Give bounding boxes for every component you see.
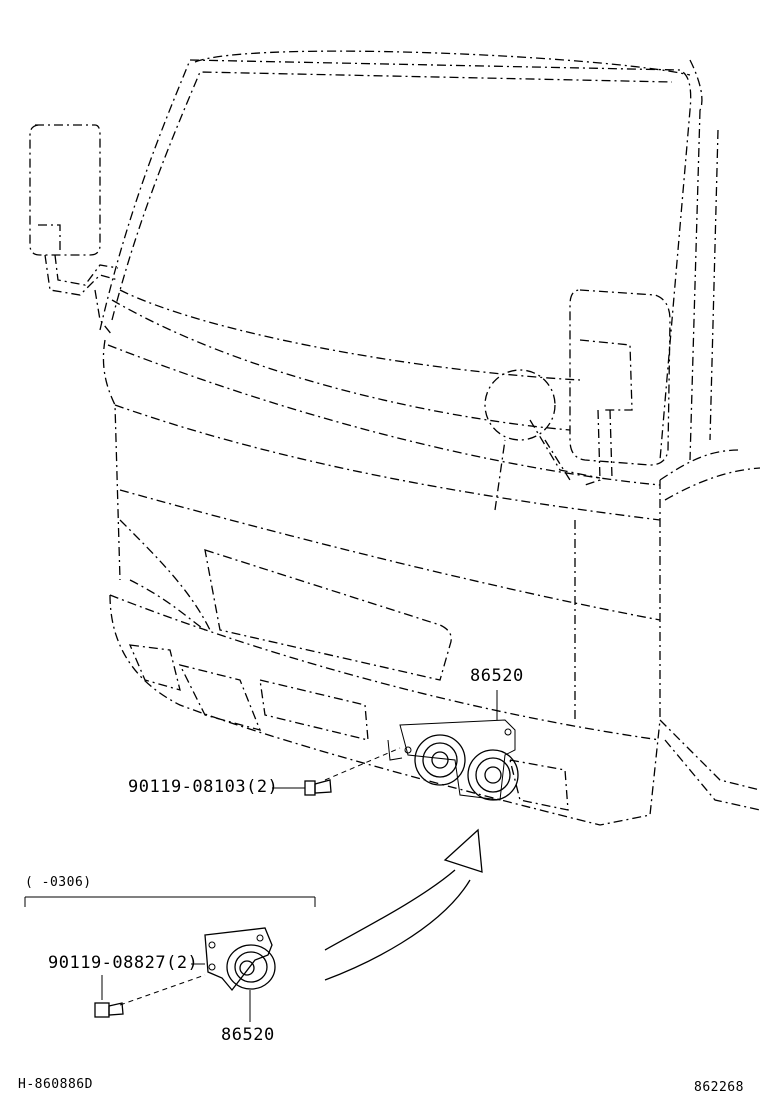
- right-mirror: [484, 289, 671, 486]
- callout-bolt-upper: [324, 747, 401, 781]
- part-number-bolt-lower: 90119-08827(2): [48, 953, 199, 973]
- grille-opening: [119, 519, 452, 681]
- horn-detail: [204, 927, 276, 992]
- upper-grille: [102, 339, 760, 720]
- horn-assembly-installed: [387, 719, 519, 801]
- cab-outline: [99, 50, 719, 461]
- callout-bolt-lower: [119, 974, 206, 1006]
- part-number-bolt-upper: 90119-08103(2): [128, 777, 279, 797]
- front-bumper: [109, 594, 760, 826]
- part-number-horn-lower: 86520: [221, 1025, 275, 1045]
- date-range-label: ( -0306): [25, 875, 92, 890]
- bolt-lower-icon: [94, 1002, 124, 1018]
- left-mirror: [29, 124, 119, 336]
- bolt-upper-icon: [304, 779, 332, 796]
- part-number-horn-upper: 86520: [470, 666, 524, 686]
- curved-arrow-icon: [324, 828, 483, 981]
- diagram-code-left: H-860886D: [18, 1077, 93, 1092]
- diagram-code-right: 862268: [694, 1080, 744, 1095]
